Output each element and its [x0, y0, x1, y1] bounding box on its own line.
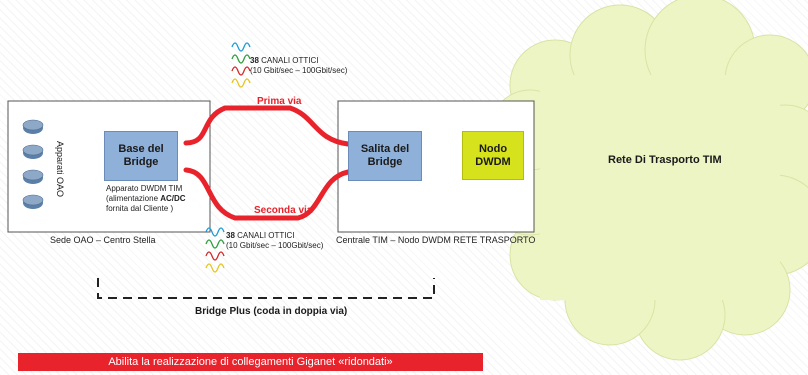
top-path-label: Prima via — [257, 96, 302, 107]
bridge-plus-bracket — [97, 278, 435, 299]
base-bridge-box: Base del Bridge — [104, 131, 178, 181]
left-site-caption: Sede OAO – Centro Stella — [50, 235, 156, 245]
nodo-dwdm-label: Nodo DWDM — [475, 142, 511, 168]
router-icon — [22, 144, 44, 159]
wave-icon — [205, 227, 225, 273]
channels-bottom-note: 38 CANALI OTTICI (10 Gbit/sec – 100Gbit/… — [226, 231, 324, 250]
salita-bridge-box: Salita del Bridge — [348, 131, 422, 181]
fiber-path-bottom — [183, 167, 351, 221]
dwdm-note: Apparato DWDM TIM (alimentazione AC/DC f… — [106, 184, 186, 213]
wave-icon — [231, 42, 251, 88]
fiber-path-top — [183, 105, 351, 147]
cloud-label: Rete Di Trasporto TIM — [608, 154, 722, 166]
base-bridge-label: Base del Bridge — [118, 143, 164, 168]
footer-banner: Abilita la realizzazione di collegamenti… — [18, 353, 483, 371]
bottom-path-label: Seconda via — [254, 205, 313, 216]
router-icon — [22, 194, 44, 209]
footer-banner-text: Abilita la realizzazione di collegamenti… — [108, 356, 393, 368]
router-icon — [22, 119, 44, 134]
router-icon — [22, 169, 44, 184]
nodo-dwdm-box: Nodo DWDM — [462, 131, 524, 180]
salita-bridge-label: Salita del Bridge — [360, 143, 410, 168]
bridge-plus-label: Bridge Plus (coda in doppia via) — [195, 306, 348, 317]
equipment-label: Apparati OAO — [55, 140, 65, 198]
channels-top-note: 38 CANALI OTTICI (10 Gbit/sec – 100Gbit/… — [250, 56, 348, 75]
right-site-caption: Centrale TIM – Nodo DWDM RETE TRASPORTO — [336, 235, 536, 245]
